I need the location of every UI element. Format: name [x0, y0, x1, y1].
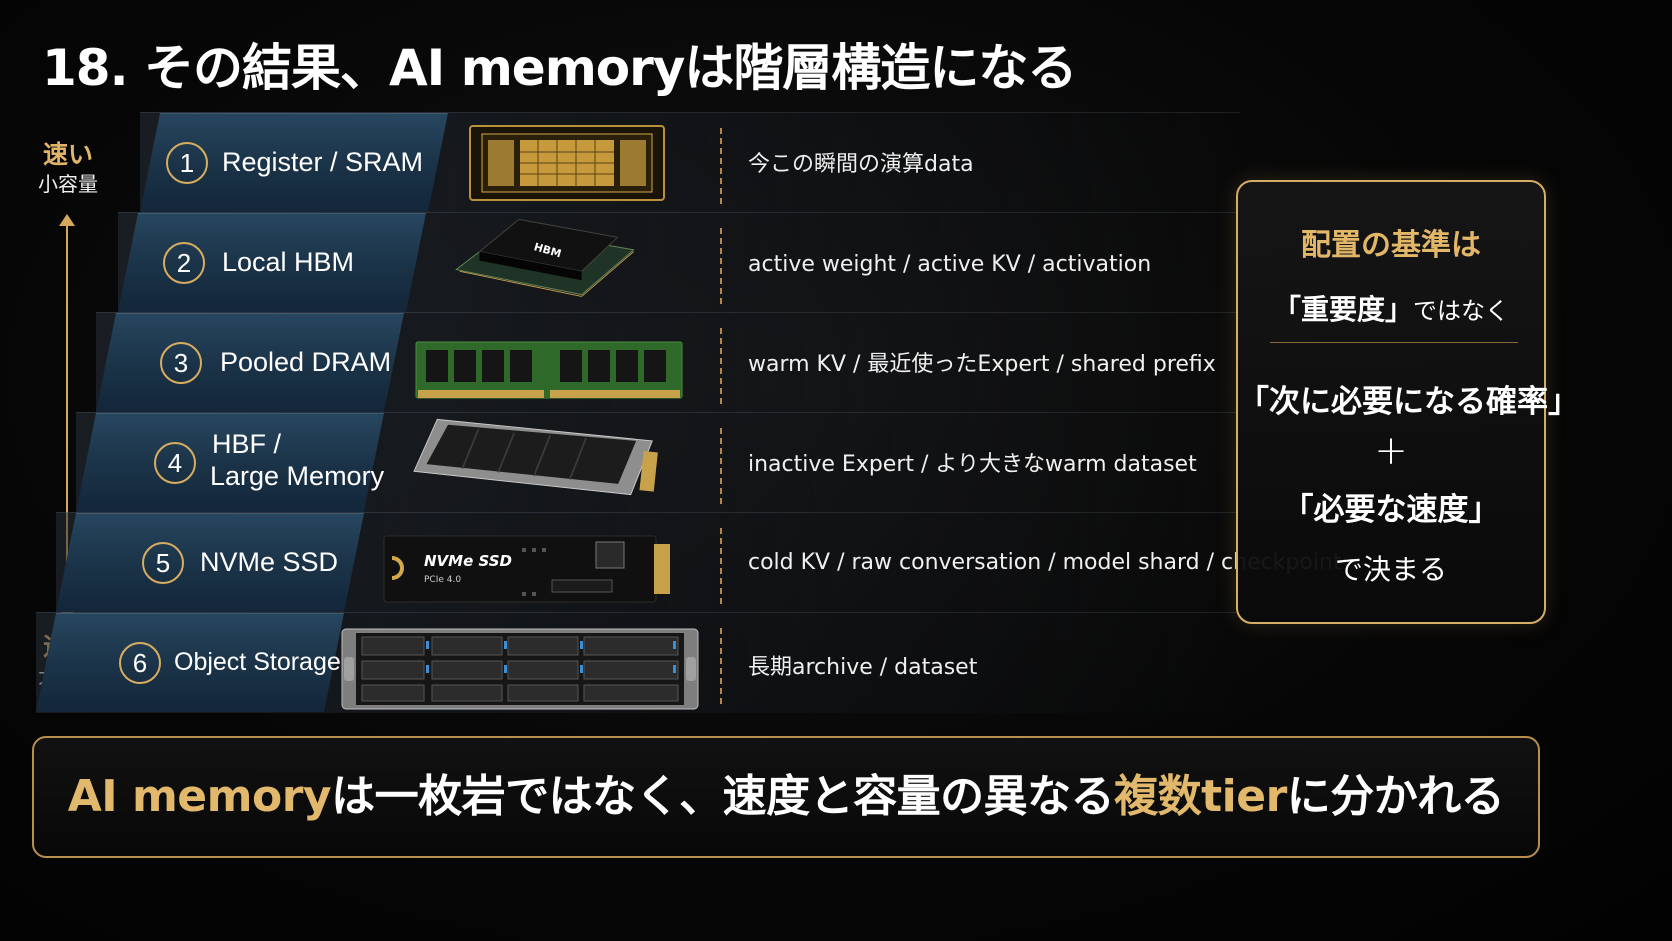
- not-text: ではなく: [1413, 297, 1509, 325]
- nvme-label: NVMe SSD: [424, 552, 512, 570]
- plus-icon: +: [1374, 428, 1408, 474]
- axis-line: [66, 222, 68, 610]
- tier-description: inactive Expert / より大きなwarm dataset: [748, 452, 1197, 477]
- tier-number-badge: 4: [154, 442, 196, 484]
- tier-number-badge: 3: [160, 342, 202, 384]
- pcie-label: PCIe 4.0: [424, 575, 461, 585]
- tier-name: Pooled DRAM: [220, 347, 392, 377]
- row-divider: [720, 328, 722, 404]
- nvme-ssd-icon: NVMe SSD PCIe 4.0: [383, 535, 670, 603]
- hbm-module-icon: HBM: [455, 218, 635, 297]
- tier-description: 今この瞬間の演算data: [748, 152, 974, 177]
- axis-small-capacity-label: 小容量: [38, 172, 98, 196]
- tier-name: Object Storage: [174, 648, 341, 676]
- tier-label-panel: [76, 413, 384, 512]
- tier-number-badge: 5: [142, 542, 184, 584]
- criteria-heading: 配置の基準は: [1301, 228, 1481, 263]
- importance-text: 「重要度」: [1272, 293, 1413, 326]
- tier-number-badge: 6: [119, 642, 161, 684]
- storage-server-icon: [341, 628, 699, 710]
- tier-name-line1: HBF /: [212, 429, 282, 459]
- row-divider: [720, 128, 722, 204]
- tier-label-panel: [56, 513, 364, 612]
- tier-description: warm KV / 最近使ったExpert / shared prefix: [748, 352, 1216, 377]
- tier-label-panel: [36, 613, 344, 712]
- row-divider: [720, 628, 722, 704]
- axis-fast-label: 速い: [42, 140, 93, 169]
- criteria-decided-line: で決まる: [1334, 553, 1447, 586]
- arrow-up-icon: [59, 214, 75, 226]
- hbf-module-icon: [413, 418, 658, 496]
- placement-criteria-box: 配置の基準は 「重要度」ではなく 「次に必要になる確率」 + 「必要な速度」 で…: [1236, 180, 1579, 624]
- banner-middle-text: は一枚岩ではなく、速度と容量の異なる: [331, 771, 1115, 822]
- tier-name: Register / SRAM: [222, 147, 424, 177]
- tier-name: NVMe SSD: [200, 547, 339, 577]
- row-divider: [720, 528, 722, 604]
- tier-number-badge: 2: [163, 242, 205, 284]
- tier-description: 長期archive / dataset: [748, 655, 978, 680]
- tier-number-badge: 1: [166, 142, 208, 184]
- tier-name: Local HBM: [222, 247, 355, 277]
- criteria-probability-line: 「次に必要になる確率」: [1238, 384, 1579, 420]
- row-divider: [720, 428, 722, 504]
- row-divider: [720, 228, 722, 304]
- criteria-divider: [1270, 342, 1518, 343]
- banner-ai-memory: AI memory: [67, 771, 332, 822]
- banner-end-text: に分かれる: [1286, 771, 1505, 822]
- tier-description: active weight / active KV / activation: [748, 252, 1152, 277]
- criteria-importance-line: 「重要度」ではなく: [1238, 288, 1544, 328]
- page-title: 18. その結果、AI memoryは階層構造になる: [42, 39, 1077, 97]
- tier-label-panel: [96, 313, 404, 412]
- chip-die-icon: [469, 125, 665, 201]
- dram-dimm-icon: [415, 341, 683, 399]
- banner-multi-tier: 複数tier: [1114, 771, 1287, 822]
- criteria-speed-line: 「必要な速度」: [1282, 492, 1500, 528]
- tier-name-line2: Large Memory: [210, 461, 385, 491]
- summary-banner: AI memoryは一枚岩ではなく、速度と容量の異なる複数tierに分かれる: [32, 736, 1540, 858]
- axis-top-label: 速い 小容量: [8, 140, 128, 198]
